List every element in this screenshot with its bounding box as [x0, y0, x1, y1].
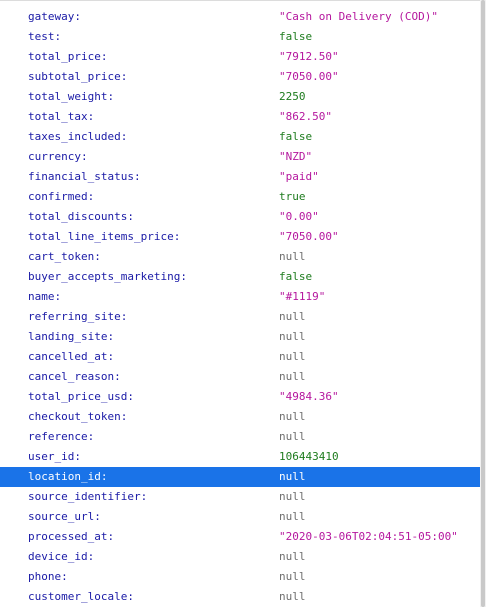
property-value: "0.00"	[279, 210, 319, 223]
property-key: location_id:	[28, 470, 108, 483]
json-row[interactable]: total_price_usd: "4984.36"	[0, 387, 480, 407]
property-value: "2020-03-06T02:04:51-05:00"	[279, 530, 458, 543]
json-row[interactable]: source_url: null	[0, 507, 480, 527]
property-key: source_url:	[28, 510, 101, 523]
property-value: "862.50"	[279, 110, 332, 123]
property-key: source_identifier:	[28, 490, 148, 503]
property-value: null	[279, 410, 306, 423]
property-value: 106443410	[279, 450, 339, 463]
property-value: "Cash on Delivery (COD)"	[279, 10, 438, 23]
property-key: financial_status:	[28, 170, 141, 183]
scrollbar-thumb[interactable]	[481, 0, 485, 607]
property-key: test:	[28, 30, 62, 43]
property-value: "7050.00"	[279, 70, 339, 83]
property-key: gateway:	[28, 10, 81, 23]
json-row[interactable]: total_discounts: "0.00"	[0, 207, 480, 227]
property-key: user_id:	[28, 450, 81, 463]
property-value: "4984.36"	[279, 390, 339, 403]
property-key: total_price:	[28, 50, 108, 63]
property-key: cart_token:	[28, 250, 101, 263]
property-value: null	[279, 330, 306, 343]
property-value: "paid"	[279, 170, 319, 183]
property-key: taxes_included:	[28, 130, 128, 143]
json-row[interactable]: checkout_token: null	[0, 407, 480, 427]
json-row[interactable]: phone: null	[0, 567, 480, 587]
property-value: null	[279, 430, 306, 443]
property-key: device_id:	[28, 550, 95, 563]
property-value: false	[279, 30, 313, 43]
property-key: referring_site:	[28, 310, 128, 323]
property-key: checkout_token:	[28, 410, 128, 423]
json-row[interactable]: currency: "NZD"	[0, 147, 480, 167]
json-row[interactable]: cancelled_at: null	[0, 347, 480, 367]
property-key: customer_locale:	[28, 590, 134, 603]
property-value: "NZD"	[279, 150, 313, 163]
property-key: cancel_reason:	[28, 370, 121, 383]
property-key: total_price_usd:	[28, 390, 134, 403]
json-row[interactable]: gateway: "Cash on Delivery (COD)"	[0, 7, 480, 27]
json-row[interactable]: buyer_accepts_marketing: false	[0, 267, 480, 287]
json-row[interactable]: referring_site: null	[0, 307, 480, 327]
property-key: total_weight:	[28, 90, 115, 103]
property-key: total_discounts:	[28, 210, 134, 223]
property-key: cancelled_at:	[28, 350, 115, 363]
json-row[interactable]: source_identifier: null	[0, 487, 480, 507]
property-key: phone:	[28, 570, 68, 583]
property-value: 2250	[279, 90, 306, 103]
json-row[interactable]: landing_site: null	[0, 327, 480, 347]
property-value: null	[279, 370, 306, 383]
property-key: name:	[28, 290, 62, 303]
property-key: landing_site:	[28, 330, 115, 343]
property-key: currency:	[28, 150, 88, 163]
property-key: total_line_items_price:	[28, 230, 181, 243]
json-row[interactable]: user_id: 106443410	[0, 447, 480, 467]
json-row[interactable]: total_tax: "862.50"	[0, 107, 480, 127]
property-value: null	[279, 570, 306, 583]
json-row[interactable]: total_weight: 2250	[0, 87, 480, 107]
property-value: false	[279, 270, 313, 283]
property-value: "#1119"	[279, 290, 326, 303]
property-value: null	[279, 350, 306, 363]
property-value: null	[279, 590, 306, 603]
property-value: null	[279, 490, 306, 503]
property-key: processed_at:	[28, 530, 115, 543]
json-row[interactable]: processed_at: "2020-03-06T02:04:51-05:00"	[0, 527, 480, 547]
json-property-list: gateway: "Cash on Delivery (COD)" test: fal…	[0, 7, 480, 607]
vertical-scrollbar[interactable]	[480, 0, 486, 607]
property-value: null	[279, 510, 306, 523]
json-row[interactable]: subtotal_price: "7050.00"	[0, 67, 480, 87]
json-row[interactable]: financial_status: "paid"	[0, 167, 480, 187]
json-row[interactable]: test: false	[0, 27, 480, 47]
json-row[interactable]: name: "#1119"	[0, 287, 480, 307]
json-row[interactable]: cart_token: null	[0, 247, 480, 267]
property-key: confirmed:	[28, 190, 95, 203]
property-value: "7912.50"	[279, 50, 339, 63]
property-key: total_tax:	[28, 110, 95, 123]
json-row[interactable]: taxes_included: false	[0, 127, 480, 147]
property-value: null	[279, 250, 306, 263]
json-row-selected[interactable]: location_id: null	[0, 467, 480, 487]
property-key: subtotal_price:	[28, 70, 128, 83]
property-value: "7050.00"	[279, 230, 339, 243]
json-row[interactable]: device_id: null	[0, 547, 480, 567]
json-row[interactable]: confirmed: true	[0, 187, 480, 207]
json-row[interactable]: total_line_items_price: "7050.00"	[0, 227, 480, 247]
property-value: null	[279, 470, 306, 483]
property-value: null	[279, 310, 306, 323]
property-value: null	[279, 550, 306, 563]
property-key: buyer_accepts_marketing:	[28, 270, 187, 283]
json-row[interactable]: cancel_reason: null	[0, 367, 480, 387]
json-row[interactable]: customer_locale: null	[0, 587, 480, 607]
property-key: reference:	[28, 430, 95, 443]
property-value: true	[279, 190, 306, 203]
property-value: false	[279, 130, 313, 143]
json-row[interactable]: reference: null	[0, 427, 480, 447]
json-row[interactable]: total_price: "7912.50"	[0, 47, 480, 67]
